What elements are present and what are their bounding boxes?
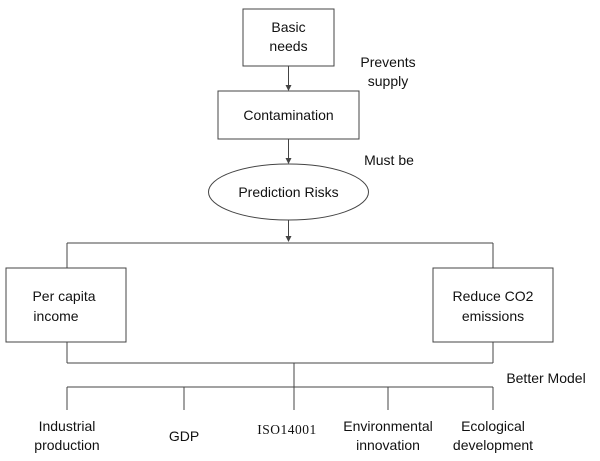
outcome-ecological-line2: development [453, 437, 533, 453]
connector-split [66, 242, 494, 268]
node-reduce-co2: Reduce CO2 emissions [432, 267, 554, 343]
outcome-iso14001: ISO14001 [257, 422, 317, 437]
label-prevents-supply: Prevents supply [360, 54, 415, 89]
outcome-ecological-line1: Ecological [461, 418, 525, 434]
outcome-industrial-line2: production [34, 437, 99, 453]
connector-merge [66, 342, 494, 387]
outcome-industrial-production: Industrial production [34, 418, 99, 453]
node-contamination-label: Contamination [243, 107, 333, 123]
outcome-gdp: GDP [169, 428, 199, 444]
node-per-capita-income-box [5, 267, 127, 343]
outcome-ecological-development: Ecological development [453, 418, 533, 453]
node-per-capita-income: Per capita income [5, 267, 127, 343]
edge-basic-to-contamination [285, 66, 292, 91]
node-reduce-co2-line1: Reduce CO2 [453, 288, 534, 304]
label-better-model: Better Model [506, 370, 585, 386]
edge-prediction-to-split [285, 220, 292, 242]
outcome-environmental-line2: innovation [356, 437, 420, 453]
node-prediction-risks: Prediction Risks [208, 163, 369, 221]
node-basic-needs-box [242, 8, 335, 67]
node-basic-needs-line2: needs [269, 38, 307, 54]
node-basic-needs: Basic needs [242, 8, 335, 67]
node-prediction-risks-label: Prediction Risks [238, 184, 338, 200]
node-per-capita-line2: income [33, 308, 78, 324]
outcome-industrial-line1: Industrial [39, 418, 96, 434]
node-reduce-co2-line2: emissions [462, 308, 524, 324]
edge-contamination-to-prediction [285, 139, 292, 164]
node-contamination-box [217, 90, 360, 140]
outcome-environmental-line1: Environmental [343, 418, 433, 434]
connector-fanout [66, 386, 494, 410]
node-basic-needs-line1: Basic [271, 19, 305, 35]
node-per-capita-line1: Per capita [32, 288, 95, 304]
node-reduce-co2-box [432, 267, 554, 343]
label-prevents-line1: Prevents [360, 54, 415, 70]
outcome-environmental-innovation: Environmental innovation [343, 418, 433, 453]
label-must-be: Must be [364, 152, 414, 168]
node-contamination: Contamination [217, 90, 360, 140]
label-prevents-line2: supply [368, 73, 408, 89]
